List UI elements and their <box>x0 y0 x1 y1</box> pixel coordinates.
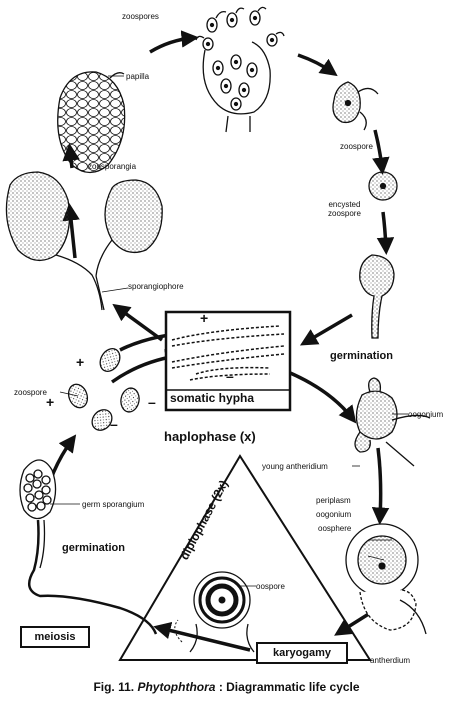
plus-sign-hypha: + <box>200 310 209 326</box>
leader-lines <box>50 75 408 587</box>
label-oosphere: oosphere <box>318 524 352 533</box>
plus-sign-1: + <box>76 354 85 370</box>
meiosis-box: meiosis <box>20 626 90 648</box>
oospore-drawing <box>174 571 255 653</box>
label-oogonium-top: oogonium <box>408 410 444 419</box>
oogonium-young <box>354 377 431 467</box>
label-germ-sporangium: germ sporangium <box>82 500 145 509</box>
label-papilla: papilla <box>126 72 150 81</box>
figure-caption: Fig. 11. Phytophthora : Diagrammatic lif… <box>0 680 453 694</box>
label-somatic-hypha: somatic hypha <box>170 391 255 405</box>
releasing-zoosporangium <box>195 6 285 133</box>
encysted-zoospore <box>368 171 398 201</box>
label-zoospores: zoospores <box>122 12 159 21</box>
label-oospore: oospore <box>256 582 285 591</box>
label-sporangiophore: sporangiophore <box>128 282 184 291</box>
plus-sign-2: + <box>46 394 55 410</box>
label-zoospore-left: zoospore <box>14 388 47 397</box>
label-zoosporangia: zoosporangia <box>88 162 137 171</box>
minus-sign-2: – <box>148 394 156 410</box>
label-antherdium: antherdium <box>370 656 411 665</box>
label-haplophase: haplophase (x) <box>164 429 256 444</box>
motile-zoospores <box>67 348 140 431</box>
label-oogonium-mid: oogonium <box>316 510 352 519</box>
karyogamy-box: karyogamy <box>256 642 348 664</box>
minus-sign-1: – <box>110 416 118 432</box>
somatic-hypha-box <box>164 310 292 412</box>
label-periplasm: periplasm <box>316 496 351 505</box>
germinating-zoospore <box>359 254 395 339</box>
label-encysted-zoospore: encysted zoospore <box>328 200 361 218</box>
label-young-antheridium: young antheridium <box>262 462 328 471</box>
caption-genus: Phytophthora <box>137 680 216 694</box>
germ-sporangium-drawing <box>19 459 158 635</box>
label-zoospore-top: zoospore <box>340 142 373 151</box>
minus-sign-hypha: – <box>226 368 234 384</box>
diplophase-triangle <box>118 454 372 661</box>
label-germination-right: germination <box>330 350 393 362</box>
zoospore-right <box>332 81 379 131</box>
caption-suffix: : Diagrammatic life cycle <box>218 680 360 694</box>
zoosporangia-pair <box>5 171 163 311</box>
label-germination-left: germination <box>62 542 125 554</box>
papillate-zoosporangium <box>57 71 126 174</box>
mature-oogonium <box>345 523 427 635</box>
caption-prefix: Fig. 11. <box>93 680 135 694</box>
